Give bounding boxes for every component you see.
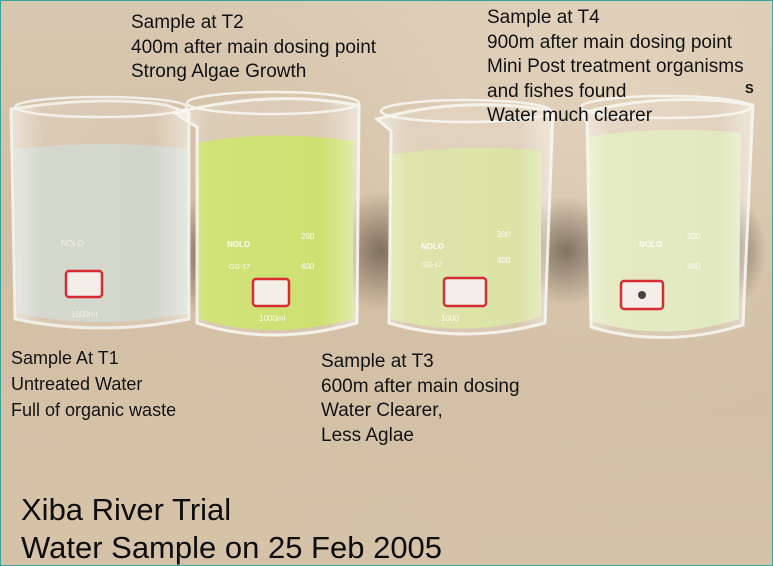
label-box-t3 — [442, 276, 488, 308]
beaker-t3: NOLO GG-17 200 400 1000 — [373, 98, 555, 336]
label-t3-line: Water Clearer, — [321, 400, 443, 421]
label-t4-line: and fishes found — [487, 80, 627, 102]
beaker-t1: NOLO 1000ml — [9, 95, 191, 330]
label-t3-line: 600m after main dosing — [321, 375, 520, 397]
label-t1-line: Sample At T1 — [11, 348, 119, 368]
label-t1-line: Untreated Water — [11, 374, 143, 394]
tick-400-b4: 400 — [687, 262, 701, 271]
spec-mark-b3: GG-17 — [421, 262, 442, 269]
label-t3-line: Sample at T3 — [321, 351, 434, 372]
tick-400-b2: 400 — [301, 262, 315, 271]
sample-label-t1: Sample At T1 Untreated Water Full of org… — [11, 345, 176, 423]
brand-mark-b3: NOLO — [421, 242, 444, 251]
volume-mark-b1: 1000ml — [71, 310, 97, 319]
label-t4-line: Mini Post treatment organisms — [487, 56, 744, 77]
sample-label-t3: Sample at T3 600m after main dosing Wate… — [321, 350, 520, 448]
label-t4-line: 900m after main dosing point — [487, 31, 733, 53]
caption-date: Water Sample on 25 Feb 2005 — [21, 530, 443, 565]
label-t4-line: Water much clearer — [487, 105, 653, 126]
brand-mark-b4: NOLO — [639, 240, 662, 249]
tick-400-b3: 400 — [497, 256, 511, 265]
beaker-t2: NOLO GG-17 200 400 1000ml — [171, 90, 361, 337]
spec-mark-b2: GG-17 — [229, 264, 250, 271]
brand-mark-b1: NOLO — [61, 239, 84, 248]
tick-200-b4: 200 — [687, 232, 701, 241]
caption-title: Xiba River Trial — [21, 492, 232, 527]
volume-mark-b3: 1000 — [441, 314, 459, 323]
sample-label-t4: Sample at T4 900m after main dosing poin… — [487, 6, 744, 129]
beaker-t4: NOLO 200 400 — [578, 94, 755, 340]
label-t2-line: 400m after main dosing point — [131, 36, 377, 58]
label-t4-line: Sample at T4 — [487, 7, 600, 28]
label-box-t1 — [64, 269, 104, 299]
tick-200-b3: 200 — [497, 230, 511, 239]
sample-label-t2: Sample at T2 400m after main dosing poin… — [131, 11, 376, 85]
label-t2-line: Strong Algae Growth — [131, 61, 307, 82]
photo-caption: Xiba River Trial Water Sample on 25 Feb … — [21, 491, 443, 565]
label-box-t2 — [251, 277, 291, 308]
label-t1-line: Full of organic waste — [11, 400, 177, 420]
volume-mark-b2: 1000ml — [259, 314, 285, 323]
corner-mark: S — [745, 81, 754, 96]
label-t3-line: Less Aglae — [321, 424, 414, 446]
tick-200-b2: 200 — [301, 232, 315, 241]
label-t2-line: Sample at T2 — [131, 12, 244, 33]
brand-mark-b2: NOLO — [227, 240, 250, 249]
